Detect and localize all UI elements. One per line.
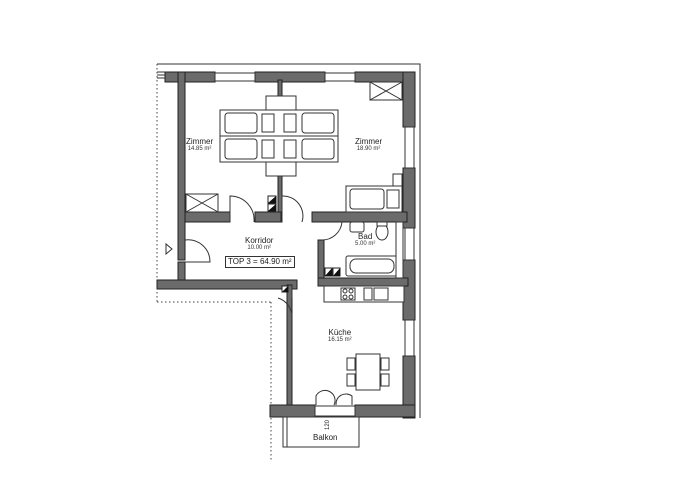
wardrobes — [185, 81, 403, 213]
beds — [219, 95, 403, 213]
walls — [156, 71, 416, 419]
balcony — [282, 416, 360, 448]
dining-table — [346, 353, 390, 391]
bath-fixtures — [345, 221, 404, 279]
doors — [184, 195, 353, 406]
entrance-arrow-icon — [165, 242, 173, 256]
balkon-dimension: 120 — [325, 419, 331, 430]
room-area: 14.85 m² — [187, 146, 212, 152]
room-name: Zimmer — [355, 137, 383, 146]
room-name: Bad — [358, 232, 373, 241]
room-korridor: Korridor 10.00 m² — [245, 236, 273, 252]
room-name: Küche — [328, 328, 352, 337]
unit-total-label: TOP 3 = 64.90 m² — [225, 256, 295, 268]
room-zimmer-2: Zimmer 18.90 m² — [355, 137, 382, 153]
property-boundary — [156, 64, 272, 462]
room-area: 18.90 m² — [356, 146, 381, 152]
room-area: 10.00 m² — [247, 245, 272, 251]
room-name: Balkon — [313, 433, 338, 442]
room-zimmer-1: Zimmer 14.85 m² — [186, 137, 213, 153]
room-area: 5.00 m² — [355, 241, 376, 247]
shafts — [267, 195, 341, 293]
room-name: Korridor — [245, 236, 274, 245]
windows — [214, 72, 415, 417]
room-bad: Bad 5.00 m² — [355, 232, 375, 248]
room-area: 16.15 m² — [328, 337, 352, 343]
kitchen-counter — [323, 285, 405, 303]
room-name: Zimmer — [186, 137, 214, 146]
room-kueche: Küche 16.15 m² — [328, 328, 352, 344]
room-balkon: Balkon — [313, 433, 337, 442]
